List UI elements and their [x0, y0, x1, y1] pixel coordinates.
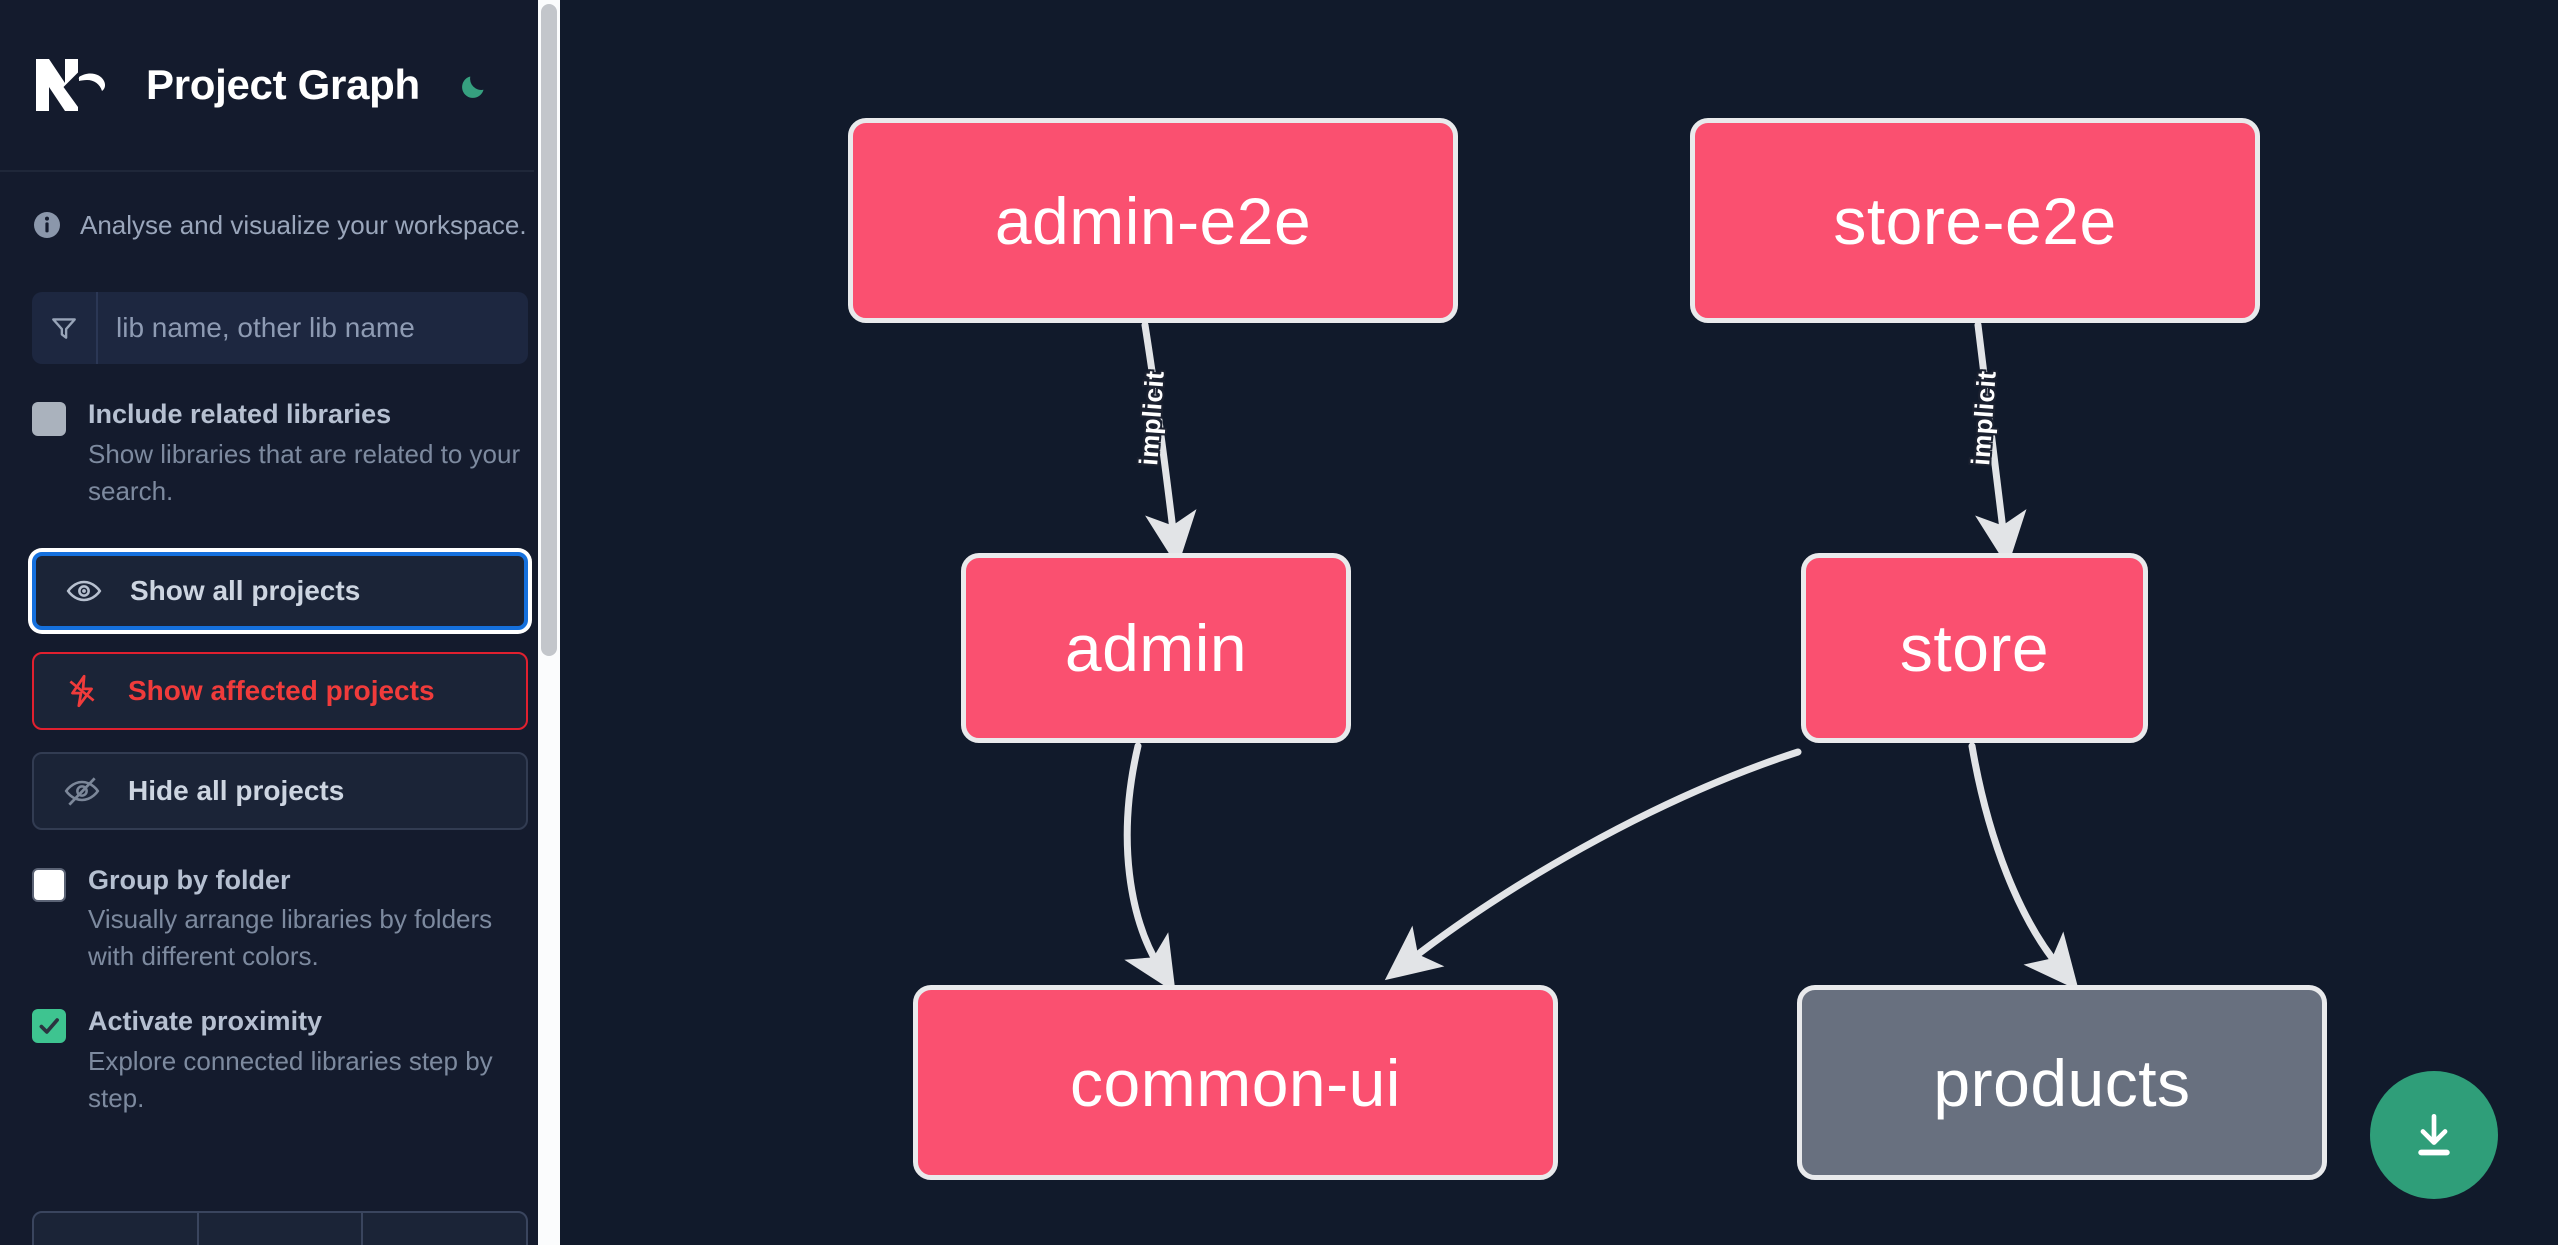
bottom-group-segment-2[interactable]: [199, 1213, 364, 1245]
show-affected-projects-label: Show affected projects: [128, 674, 435, 706]
node-label: admin: [1064, 611, 1248, 685]
edge-store-e2e-to-store: [1974, 321, 2027, 568]
graph-canvas[interactable]: implicit implicit admin-e2e store-e2e ad…: [560, 0, 2558, 1245]
option-label: Activate proximity: [88, 1006, 323, 1037]
search-input[interactable]: [98, 292, 528, 364]
option-include-related-libraries[interactable]: Include related libraries Show libraries…: [32, 398, 528, 510]
hide-all-projects-label: Hide all projects: [128, 774, 345, 806]
show-all-projects-button[interactable]: Show all projects: [32, 551, 528, 630]
show-all-projects-label: Show all projects: [130, 574, 361, 606]
moon-icon[interactable]: [448, 58, 502, 112]
eye-icon: [64, 571, 104, 611]
option-label: Group by folder: [88, 864, 291, 895]
info-icon: [32, 210, 62, 240]
analyse-text: Analyse and visualize your workspace.: [80, 209, 527, 240]
lightning-icon: [62, 671, 102, 711]
graph-node-products[interactable]: products: [1797, 985, 2327, 1180]
analyse-info-row: Analyse and visualize your workspace.: [32, 172, 528, 278]
option-activate-proximity[interactable]: Activate proximity Explore connected lib…: [32, 1005, 528, 1117]
checkbox-activate-proximity[interactable]: [32, 1009, 66, 1044]
sidebar-edge: [534, 0, 538, 1245]
checkbox-include-related-libraries[interactable]: [32, 402, 66, 436]
option-description: Visually arrange libraries by folders wi…: [88, 904, 493, 972]
edge-store-to-products: [1968, 742, 2079, 991]
graph-edges: [1123, 321, 2079, 993]
option-label: Include related libraries: [88, 399, 392, 429]
option-text: Activate proximity Explore connected lib…: [88, 1005, 528, 1117]
project-action-buttons: Show all projects Show affected projects: [32, 551, 528, 830]
graph-node-store-e2e[interactable]: store-e2e: [1690, 118, 2260, 323]
sidebar-body: Analyse and visualize your workspace. In…: [0, 172, 560, 1117]
graph-node-admin[interactable]: admin: [961, 553, 1351, 743]
bottom-group-segment-1[interactable]: [34, 1213, 199, 1245]
option-text: Group by folder Visually arrange librari…: [88, 864, 528, 976]
node-label: common-ui: [1070, 1045, 1401, 1120]
page-title: Project Graph: [146, 61, 420, 108]
nx-logo: [32, 53, 124, 117]
sidebar-scrollbar-thumb[interactable]: [541, 4, 557, 656]
graph-node-store[interactable]: store: [1801, 553, 2148, 743]
option-description: Show libraries that are related to your …: [88, 438, 521, 506]
hide-all-projects-button[interactable]: Hide all projects: [32, 751, 528, 830]
checkbox-group-by-folder[interactable]: [32, 867, 66, 902]
node-label: store-e2e: [1833, 183, 2117, 258]
sidebar: Project Graph Analyse and visualize your…: [0, 0, 560, 1245]
edge-admin-to-common-ui: [1123, 742, 1176, 993]
sidebar-header: Project Graph: [0, 0, 560, 172]
option-text: Include related libraries Show libraries…: [88, 398, 528, 510]
bottom-button-group[interactable]: [32, 1211, 528, 1245]
search-bar[interactable]: [32, 292, 528, 364]
sidebar-scrollbar[interactable]: [538, 0, 560, 1245]
node-label: admin-e2e: [994, 183, 1312, 258]
show-affected-projects-button[interactable]: Show affected projects: [32, 651, 528, 730]
edge-admin-e2e-to-admin: [1141, 321, 1197, 568]
bottom-group-segment-3[interactable]: [363, 1213, 526, 1245]
download-icon: [2418, 1114, 2450, 1156]
option-group-by-folder[interactable]: Group by folder Visually arrange librari…: [32, 864, 528, 976]
node-label: store: [1899, 611, 2050, 685]
edge-store-to-common-ui: [1384, 748, 1802, 981]
graph-node-common-ui[interactable]: common-ui: [913, 985, 1558, 1180]
option-description: Explore connected libraries step by step…: [88, 1045, 493, 1113]
download-button[interactable]: [2370, 1071, 2498, 1199]
node-label: products: [1933, 1045, 2191, 1120]
eye-off-icon: [62, 771, 102, 811]
graph-node-admin-e2e[interactable]: admin-e2e: [848, 118, 1458, 323]
filter-icon: [32, 292, 98, 364]
